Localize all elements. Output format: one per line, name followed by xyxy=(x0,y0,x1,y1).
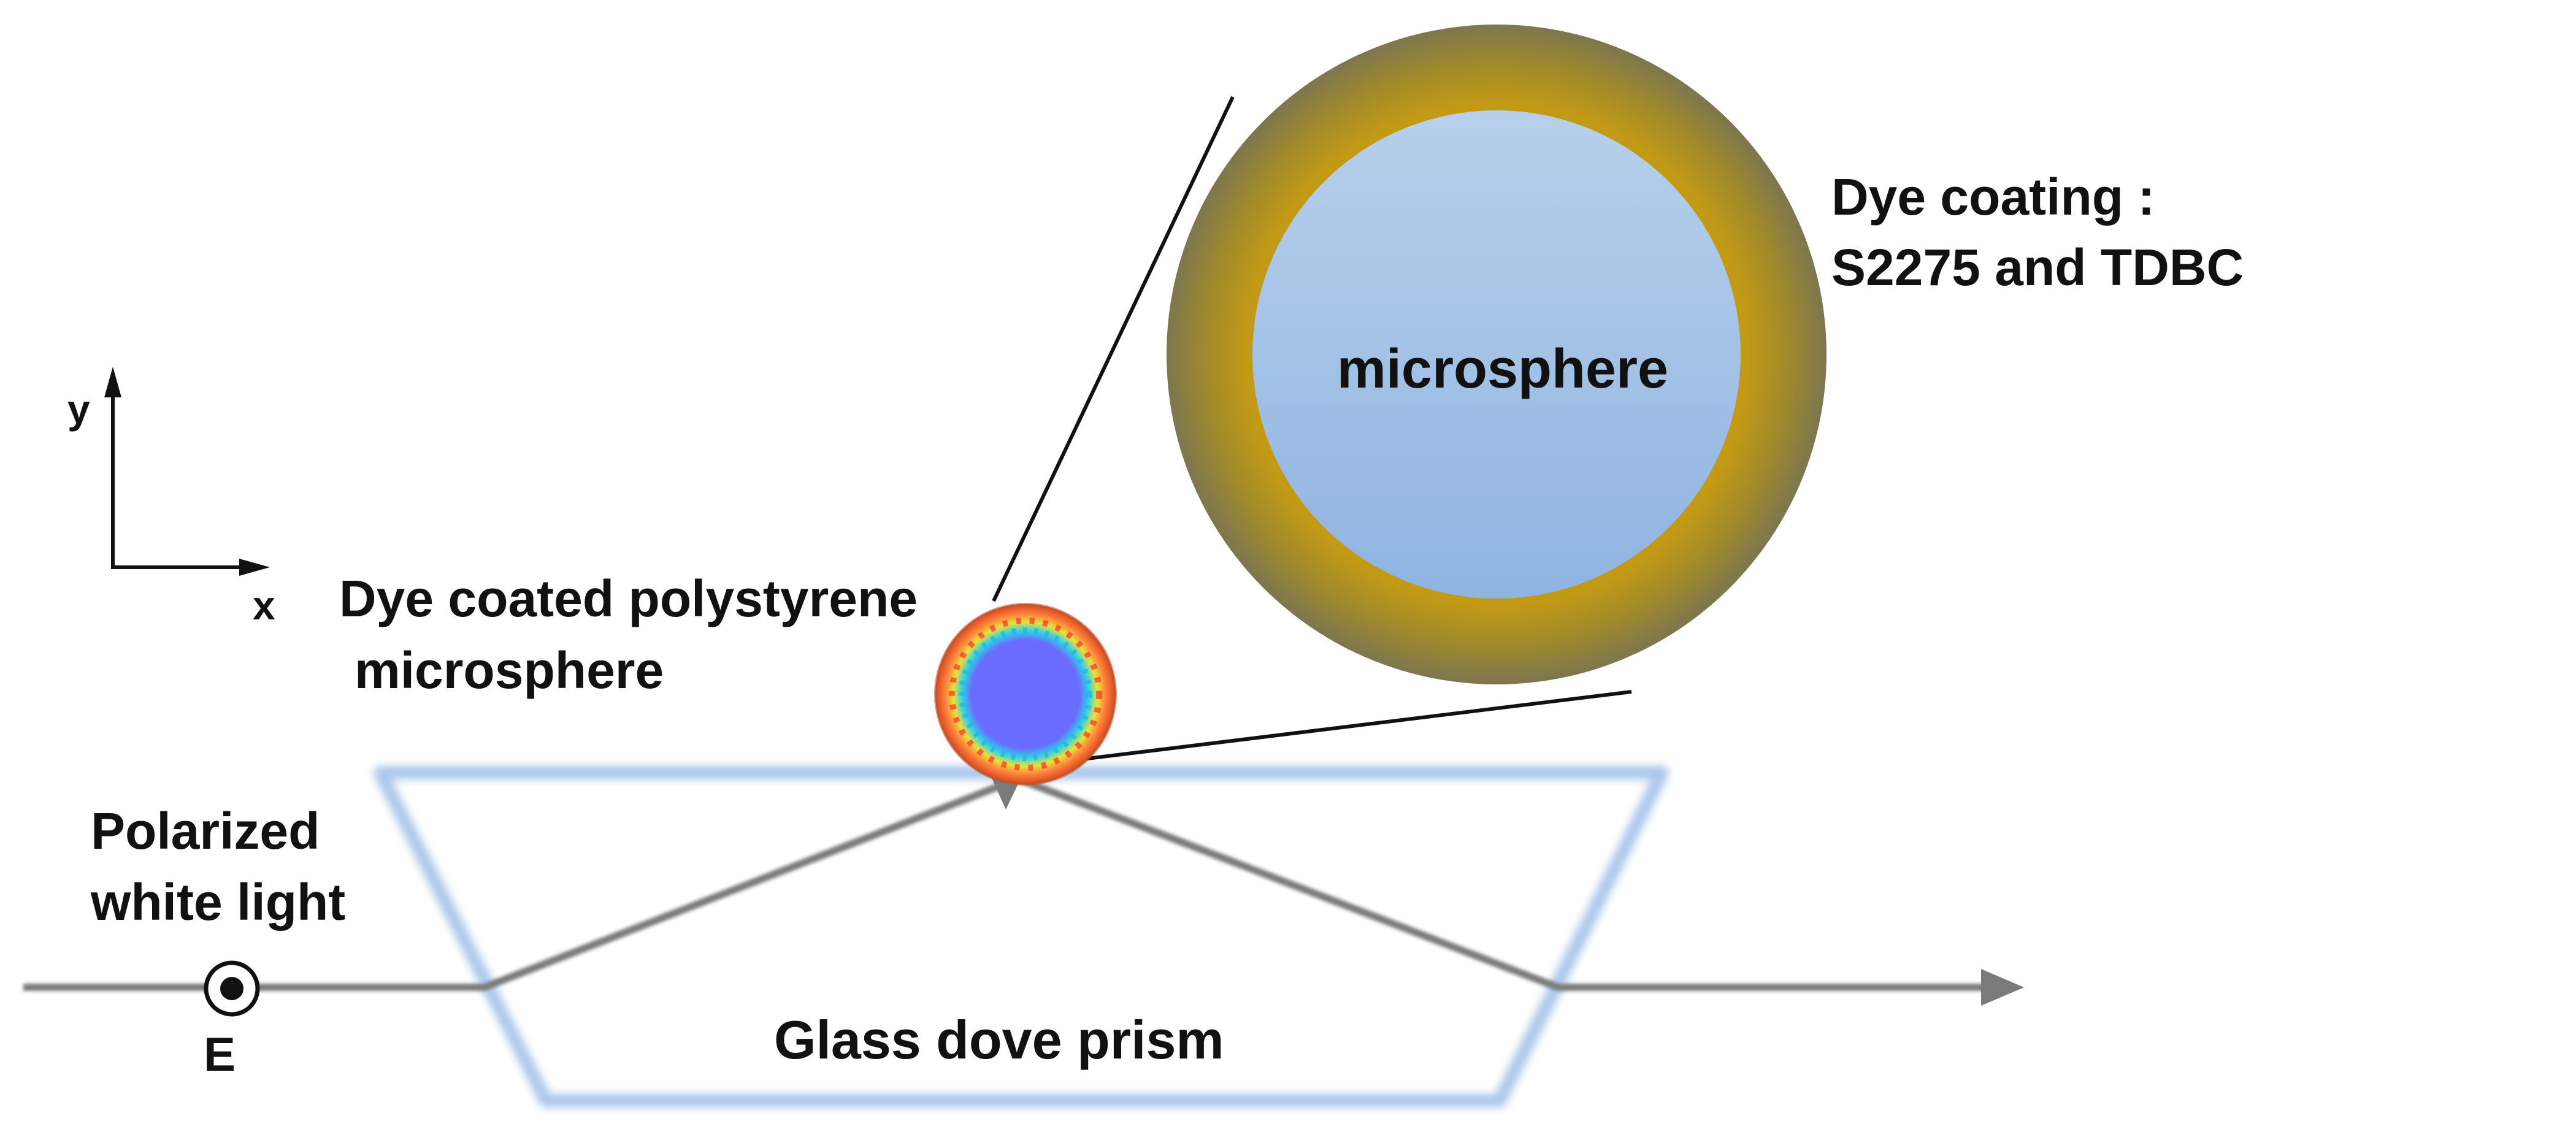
enlarged-microsphere xyxy=(1167,25,1827,684)
e-field-symbol xyxy=(204,960,260,1017)
dye-coating-label-line1: Dye coating : xyxy=(1831,168,2155,226)
y-axis-arrowhead xyxy=(104,367,121,397)
x-axis-arrowhead xyxy=(239,559,270,576)
beam-arrowhead-right xyxy=(1981,969,2024,1006)
polarized-label-line2: white light xyxy=(90,873,345,931)
microsphere-label: microsphere xyxy=(1337,339,1668,400)
e-field-label: E xyxy=(204,1027,236,1081)
dye-coating-label-line2: S2275 and TDBC xyxy=(1831,239,2244,296)
microsphere-core xyxy=(1252,110,1741,599)
axis-x-label: x xyxy=(253,583,275,628)
small-microsphere xyxy=(934,603,1117,786)
prism-label: Glass dove prism xyxy=(774,1009,1224,1070)
coordinate-axes xyxy=(104,367,270,576)
dye-coated-label-line2: microsphere xyxy=(355,641,664,699)
zoom-line-lower xyxy=(1082,690,1632,761)
glass-dove-prism xyxy=(374,766,1669,1108)
dye-coated-label-line1: Dye coated polystyrene xyxy=(339,570,918,627)
axis-y-label: y xyxy=(67,386,90,432)
zoom-line-upper xyxy=(992,96,1235,602)
polarized-label-line1: Polarized xyxy=(91,802,320,860)
